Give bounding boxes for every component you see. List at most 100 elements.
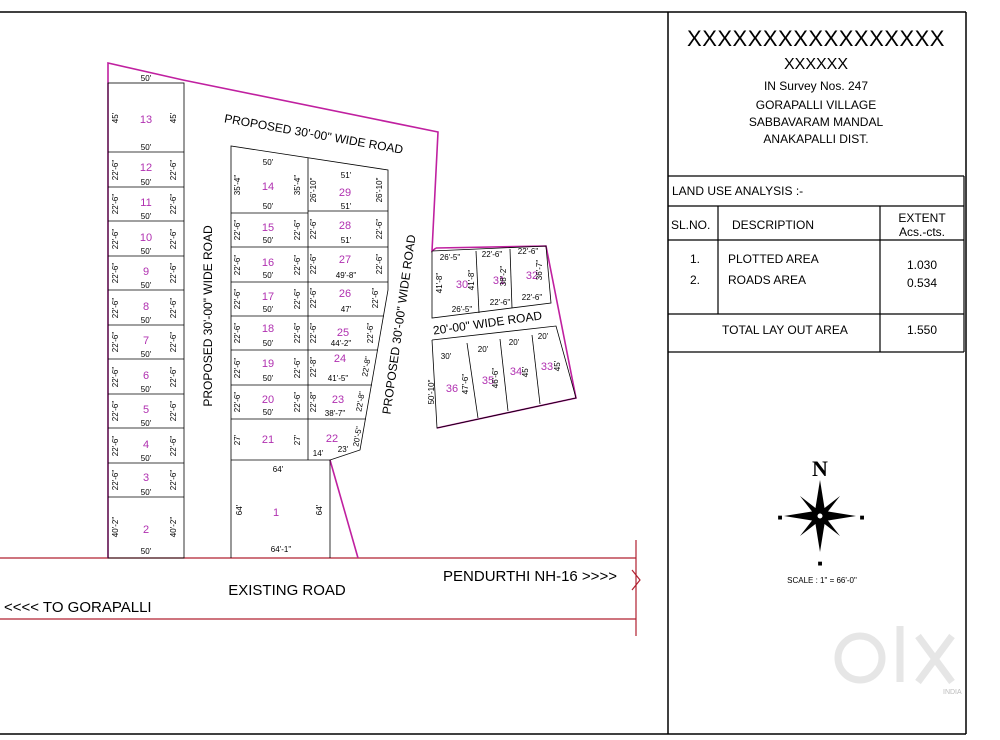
col-extent-header: EXTENT [898,211,946,225]
svg-text:50': 50' [141,178,152,187]
svg-text:26'-10": 26'-10" [309,177,318,202]
svg-text:■: ■ [778,513,783,522]
svg-text:41'-8": 41'-8" [467,270,476,291]
block-right [431,245,577,429]
plot-33: 33 [541,361,553,373]
title-heading: XXXXXXXXXXXXXXXXX [687,26,945,51]
plot-18: 18 [262,323,274,335]
svg-text:50': 50' [141,212,152,221]
svg-text:50': 50' [263,271,274,280]
svg-text:23': 23' [338,445,349,454]
svg-text:22'-6": 22'-6" [233,255,242,276]
svg-text:38'-7": 38'-7" [325,409,346,418]
svg-text:50': 50' [141,547,152,556]
svg-text:22'-6": 22'-6" [293,289,302,310]
plot-26: 26 [339,288,351,300]
svg-text:50': 50' [263,305,274,314]
svg-text:50': 50' [141,350,152,359]
svg-text:22'-6": 22'-6" [169,401,178,422]
svg-text:22'-6": 22'-6" [233,220,242,241]
svg-text:50': 50' [141,281,152,290]
plot-30: 30 [456,279,468,291]
svg-text:22'-6": 22'-6" [293,323,302,344]
plot-32: 32 [526,270,538,282]
village-name: GORAPALLI VILLAGE [755,98,877,112]
plot-12: 12 [140,162,152,174]
plot-28: 28 [339,220,351,232]
svg-text:22'-6": 22'-6" [169,194,178,215]
olx-india-label: INDIA [943,689,962,696]
svg-text:64': 64' [315,504,324,515]
plot-20: 20 [262,394,274,406]
svg-text:22'-6": 22'-6" [375,219,384,240]
block-centre [230,145,389,558]
svg-text:50': 50' [141,419,152,428]
plot-5: 5 [143,404,149,416]
plot-7: 7 [143,335,149,347]
svg-text:22'-6": 22'-6" [490,298,511,307]
svg-text:22'-6": 22'-6" [518,247,539,256]
svg-text:50': 50' [263,236,274,245]
to-nh16-label: PENDURTHI NH-16 >>>> [443,568,617,585]
plot-11: 11 [140,197,151,209]
svg-text:■: ■ [860,513,865,522]
svg-text:50': 50' [263,374,274,383]
plot-10: 10 [140,232,152,244]
plot-36: 36 [446,383,458,395]
svg-text:26'-5": 26'-5" [440,253,461,262]
plot-34: 34 [510,366,522,378]
svg-text:22'-6": 22'-6" [169,298,178,319]
svg-text:22'-6": 22'-6" [111,401,120,422]
plot-15: 15 [262,222,274,234]
svg-text:22'-6": 22'-6" [375,254,384,275]
plot-17: 17 [262,291,274,303]
svg-text:22'-6": 22'-6" [309,323,318,344]
svg-text:20': 20' [538,332,549,341]
north-label: N [812,456,828,481]
svg-text:50'-10": 50'-10" [427,379,436,404]
svg-text:22'-6": 22'-6" [233,323,242,344]
svg-text:38'-2": 38'-2" [499,266,508,287]
col-extent-unit: Acs.-cts. [898,225,945,239]
svg-text:22'-8": 22'-8" [354,391,366,413]
svg-text:22'-6": 22'-6" [111,367,120,388]
svg-text:20': 20' [478,345,489,354]
svg-text:50': 50' [141,488,152,497]
svg-text:26'-10": 26'-10" [375,177,384,202]
total-value: 1.550 [906,323,938,337]
svg-text:50': 50' [141,454,152,463]
svg-text:22'-6": 22'-6" [111,263,120,284]
svg-text:22'-6": 22'-6" [371,288,380,309]
plot-numbers: 13 12 11 10 9 8 7 6 5 4 3 2 14 15 16 17 … [140,114,553,536]
svg-text:41'-8": 41'-8" [435,273,444,294]
svg-text:50': 50' [141,247,152,256]
svg-text:22'-6": 22'-6" [293,220,302,241]
svg-text:20': 20' [509,338,520,347]
svg-text:22'-6": 22'-6" [111,160,120,181]
district-name: ANAKAPALLI DIST. [763,132,869,146]
svg-text:20'-5": 20'-5" [351,426,363,448]
row2-extent: 0.534 [906,276,938,290]
svg-text:50': 50' [263,408,274,417]
svg-text:22'-6": 22'-6" [111,332,120,353]
row1-sl: 1. [690,252,701,266]
olx-watermark [834,626,955,685]
svg-text:36'-7": 36'-7" [535,260,544,281]
plot-4: 4 [143,439,149,451]
svg-text:22'-6": 22'-6" [169,229,178,250]
svg-text:45': 45' [169,112,178,123]
plot-35: 35 [482,375,494,387]
svg-text:40'-2": 40'-2" [111,517,120,538]
svg-text:22'-6": 22'-6" [169,160,178,181]
svg-text:51': 51' [341,171,352,180]
plot-23: 23 [332,394,344,406]
row1-extent: 1.030 [906,258,938,272]
total-label: TOTAL LAY OUT AREA [722,323,848,337]
col-desc-header: DESCRIPTION [732,218,815,232]
svg-text:22'-6": 22'-6" [111,229,120,250]
plot-14: 14 [262,181,274,193]
cross-road-label: 20'-00" WIDE ROAD [432,308,543,337]
svg-text:22'-6": 22'-6" [366,323,375,344]
svg-text:45': 45' [553,360,562,371]
